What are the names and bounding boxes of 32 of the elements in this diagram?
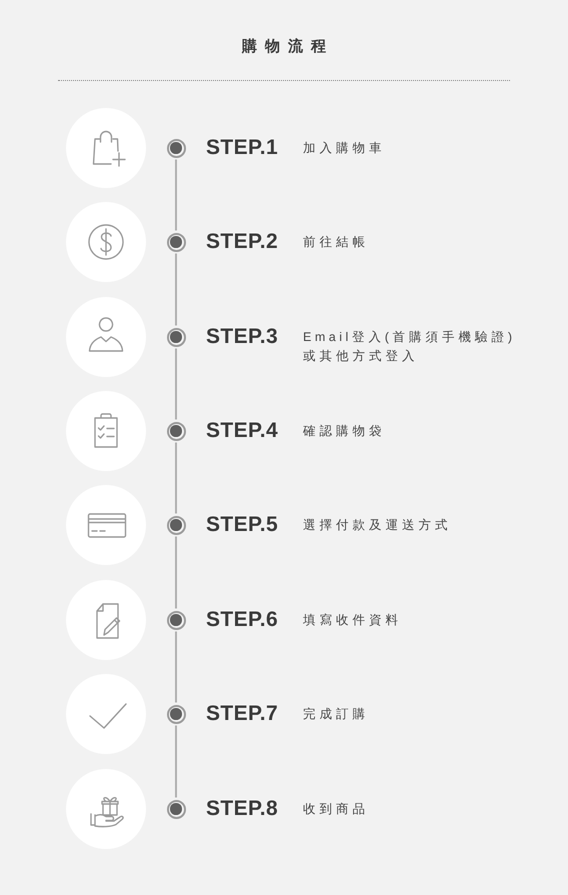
connector-line [175, 348, 177, 420]
step-description: 前往結帳 [303, 234, 369, 250]
connector-line [175, 442, 177, 514]
step-description: 填寫收件資料 [303, 612, 402, 628]
step-description: 確認購物袋 [303, 422, 386, 440]
step-description: 收到商品 [303, 800, 369, 818]
timeline-dot [166, 328, 186, 346]
timeline-dot [166, 516, 186, 534]
step-description: 完成訂購 [303, 706, 369, 722]
step-label: STEP.1 [206, 136, 278, 160]
step-label: STEP.4 [206, 419, 278, 443]
step-label: STEP.8 [206, 797, 278, 821]
connector-line [175, 632, 177, 702]
step-description: 選擇付款及運送方式 [303, 516, 452, 534]
connector-line [175, 536, 177, 608]
step-label: STEP.7 [206, 702, 278, 726]
timeline-dot [166, 704, 186, 724]
step-description: 加入購物車 [303, 140, 386, 156]
step-label: STEP.6 [206, 608, 278, 632]
connector-line [175, 726, 177, 798]
timeline-dot [166, 800, 186, 818]
timeline-dot [166, 232, 186, 252]
step-description: Email登入(首購須手機驗證)或其他方式登入 [303, 328, 517, 364]
connector-line [175, 254, 177, 326]
step-label: STEP.5 [206, 513, 278, 537]
timeline-dot [166, 422, 186, 440]
step-label: STEP.2 [206, 230, 278, 254]
timeline-dot [166, 138, 186, 158]
title: 購物流程 [240, 37, 334, 57]
timeline-dot [166, 610, 186, 630]
connector-line [175, 160, 177, 230]
step-label: STEP.3 [206, 325, 278, 349]
